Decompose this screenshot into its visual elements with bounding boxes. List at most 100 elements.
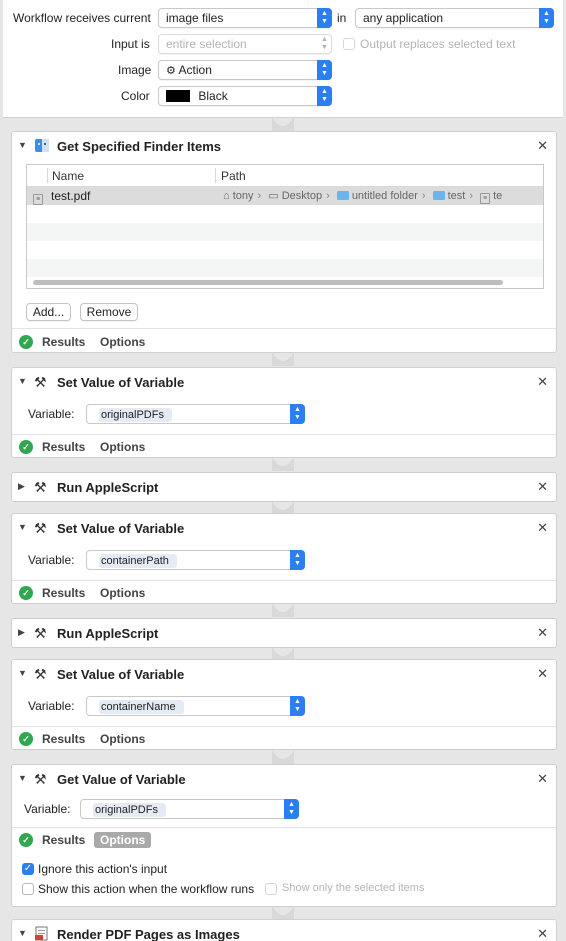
finder-icon xyxy=(34,138,52,154)
close-icon[interactable]: ✕ xyxy=(537,926,548,941)
action-footer-divider xyxy=(12,434,556,435)
path-segment: test xyxy=(447,190,466,202)
disclosure-triangle-icon[interactable]: ▶ xyxy=(18,627,25,637)
automator-robot-icon: ⚒ xyxy=(34,771,47,787)
variable-popup[interactable]: originalPDFs ▲▼ xyxy=(86,404,305,424)
file-icon: ≡ xyxy=(480,193,491,204)
image-value: Action xyxy=(178,63,212,77)
remove-button[interactable]: Remove xyxy=(80,303,138,321)
receives-popup[interactable]: image files ▲▼ xyxy=(158,8,332,28)
application-popup[interactable]: any application ▲▼ xyxy=(355,8,554,28)
color-popup[interactable]: Black ▲▼ xyxy=(158,86,332,106)
popup-arrows-icon: ▲▼ xyxy=(290,696,305,716)
close-icon[interactable]: ✕ xyxy=(537,374,548,389)
ignore-input-checkbox[interactable]: ✓ xyxy=(22,863,34,875)
column-header-name[interactable]: Name xyxy=(52,169,85,183)
receives-label: Workflow receives current xyxy=(13,11,151,25)
action-title: Run AppleScript xyxy=(57,626,159,641)
automator-robot-icon: ⚒ xyxy=(34,520,47,536)
connector-notch xyxy=(272,750,294,764)
file-path: ⌂ tony› ▭ Desktop› untitled folder› test… xyxy=(223,190,503,204)
variable-popup[interactable]: containerPath ▲▼ xyxy=(86,550,305,570)
table-row-empty xyxy=(27,259,543,277)
action-get-specified-finder-items: ▼ Get Specified Finder Items ✕ Name Path… xyxy=(11,131,557,353)
popup-arrows-icon: ▲▼ xyxy=(317,60,332,80)
options-tab[interactable]: Options xyxy=(100,732,146,746)
results-tab[interactable]: Results xyxy=(42,732,86,746)
connector-notch xyxy=(272,603,294,617)
action-set-value-of-variable: ▼ ⚒ Set Value of Variable ✕ Variable: co… xyxy=(11,513,557,604)
popup-arrows-icon: ▲▼ xyxy=(284,799,299,819)
disclosure-triangle-icon[interactable]: ▶ xyxy=(18,481,25,491)
options-tab[interactable]: Options xyxy=(100,586,146,600)
action-title: Get Specified Finder Items xyxy=(57,139,221,154)
column-separator xyxy=(215,168,216,183)
close-icon[interactable]: ✕ xyxy=(537,625,548,640)
checkmark-icon: ✓ xyxy=(19,335,33,349)
disclosure-triangle-icon[interactable]: ▼ xyxy=(18,928,27,938)
show-when-runs-checkbox[interactable] xyxy=(22,883,34,895)
input-popup[interactable]: entire selection ▲▼ xyxy=(158,34,332,54)
disclosure-triangle-icon[interactable]: ▼ xyxy=(18,773,27,783)
action-title: Get Value of Variable xyxy=(57,772,186,787)
home-icon: ⌂ xyxy=(223,190,230,202)
connector-notch xyxy=(272,647,294,661)
close-icon[interactable]: ✕ xyxy=(537,479,548,494)
action-set-value-of-variable: ▼ ⚒ Set Value of Variable ✕ Variable: or… xyxy=(11,367,557,458)
folder-icon xyxy=(336,191,349,200)
automator-robot-icon: ⚒ xyxy=(34,374,47,390)
gear-icon: ⚙ xyxy=(166,65,176,77)
results-tab[interactable]: Results xyxy=(42,440,86,454)
close-icon[interactable]: ✕ xyxy=(537,138,548,153)
replaces-checkbox[interactable] xyxy=(343,38,355,50)
close-icon[interactable]: ✕ xyxy=(537,666,548,681)
action-title: Render PDF Pages as Images xyxy=(57,927,240,941)
show-selected-checkbox[interactable] xyxy=(265,883,277,895)
action-footer-divider xyxy=(12,827,556,828)
image-popup[interactable]: ⚙ Action ▲▼ xyxy=(158,60,332,80)
results-tab[interactable]: Results xyxy=(42,586,86,600)
column-separator xyxy=(47,168,48,183)
variable-label: Variable: xyxy=(24,802,71,816)
action-title: Set Value of Variable xyxy=(57,375,185,390)
close-icon[interactable]: ✕ xyxy=(537,771,548,786)
variable-token: containerName xyxy=(99,700,184,714)
pdf-file-icon: ≡ xyxy=(33,189,46,205)
table-row-empty xyxy=(27,205,543,223)
application-value: any application xyxy=(363,11,444,25)
disclosure-triangle-icon[interactable]: ▼ xyxy=(18,140,27,150)
options-tab[interactable]: Options xyxy=(100,440,146,454)
popup-arrows-icon: ▲▼ xyxy=(290,550,305,570)
add-button[interactable]: Add... xyxy=(26,303,71,321)
file-name: test.pdf xyxy=(51,189,91,203)
checkmark-icon: ✓ xyxy=(19,586,33,600)
desktop-icon: ▭ xyxy=(268,190,279,202)
path-segment: untitled folder xyxy=(351,190,418,202)
column-header-path[interactable]: Path xyxy=(221,169,246,183)
automator-robot-icon: ⚒ xyxy=(34,625,47,641)
results-tab[interactable]: Results xyxy=(42,833,86,847)
finder-items-table[interactable]: Name Path ≡ test.pdf ⌂ tony› ▭ Desktop› … xyxy=(26,164,544,289)
input-value: entire selection xyxy=(166,37,247,51)
disclosure-triangle-icon[interactable]: ▼ xyxy=(18,522,27,532)
close-icon[interactable]: ✕ xyxy=(537,520,548,535)
table-row[interactable]: ≡ test.pdf ⌂ tony› ▭ Desktop› untitled f… xyxy=(27,187,543,205)
color-swatch xyxy=(166,90,190,102)
disclosure-triangle-icon[interactable]: ▼ xyxy=(18,668,27,678)
variable-popup[interactable]: originalPDFs ▲▼ xyxy=(80,799,299,819)
connector-notch xyxy=(272,352,294,366)
horizontal-scrollbar[interactable] xyxy=(33,280,503,285)
action-set-value-of-variable: ▼ ⚒ Set Value of Variable ✕ Variable: co… xyxy=(11,659,557,750)
variable-token: originalPDFs xyxy=(99,408,172,422)
automator-robot-icon: ⚒ xyxy=(34,666,47,682)
workflow-header: Workflow receives current image files ▲▼… xyxy=(3,0,563,118)
variable-popup[interactable]: containerName ▲▼ xyxy=(86,696,305,716)
action-run-applescript: ▶ ⚒ Run AppleScript ✕ xyxy=(11,618,557,648)
disclosure-triangle-icon[interactable]: ▼ xyxy=(18,376,27,386)
options-tab[interactable]: Options xyxy=(94,832,152,848)
popup-arrows-icon: ▲▼ xyxy=(290,404,305,424)
path-segment: Desktop xyxy=(281,190,323,202)
automator-robot-icon: ⚒ xyxy=(34,479,47,495)
results-tab[interactable]: Results xyxy=(42,335,86,349)
options-tab[interactable]: Options xyxy=(100,335,146,349)
